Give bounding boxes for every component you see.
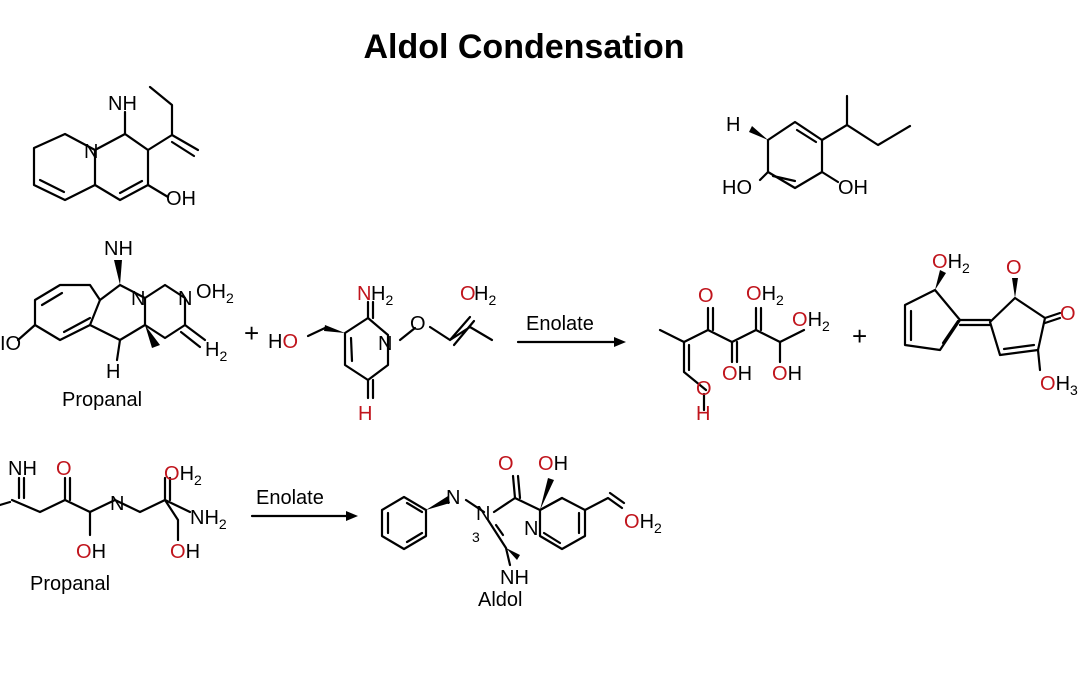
h-atom: H xyxy=(106,361,120,383)
oh-atom: OH xyxy=(170,541,200,563)
oh-atom: OH2 xyxy=(624,511,662,536)
o-atom: O xyxy=(56,458,72,480)
page-title: Aldol Condensation xyxy=(363,28,685,66)
oh-atom: OH xyxy=(538,453,568,475)
h-atom: H2 xyxy=(205,339,227,364)
molecule-row2-left: NH N N OH2 H2 H IO Propanal xyxy=(0,238,234,411)
molecule-top-left: NH N OH xyxy=(32,85,200,210)
n-atom: N xyxy=(178,288,192,310)
reaction-arrow-2: Enolate xyxy=(250,487,358,521)
ho-atom: HO xyxy=(268,331,298,353)
reactant-label: Propanal xyxy=(30,573,110,595)
n-atom: N xyxy=(446,487,460,509)
plus-sign: + xyxy=(852,321,867,351)
n-atom: N xyxy=(524,518,538,540)
reaction-arrow-1: Enolate xyxy=(516,313,626,347)
oh-atom: OH xyxy=(838,177,868,199)
n-atom: N xyxy=(378,333,392,355)
nh-atom: NH xyxy=(500,567,529,589)
molecule-row2-right: OH2 O O OH3 xyxy=(903,251,1078,398)
oh-atom: OH2 xyxy=(792,309,830,334)
oh-atom: OH xyxy=(166,188,196,210)
o-atom: O xyxy=(696,378,712,400)
nh-atom: NH2 xyxy=(190,507,227,532)
h-atom: H xyxy=(358,403,372,425)
o-atom: O xyxy=(1060,303,1076,325)
h-atom: H2 xyxy=(371,283,393,308)
oh-atom: O xyxy=(460,283,476,305)
h-atom: H2 xyxy=(474,283,496,308)
nh-atom: NH xyxy=(8,458,37,480)
molecule-row2-product: O OH2 OH2 OH OH O H xyxy=(658,283,830,425)
oh-atom: OH2 xyxy=(746,283,784,308)
o-atom: O xyxy=(498,453,514,475)
ho-atom: IO xyxy=(0,333,21,355)
n-atom: N xyxy=(476,503,490,525)
locant-3: 3 xyxy=(472,529,480,545)
o-atom: O xyxy=(1006,257,1022,279)
oh-atom: OH2 xyxy=(932,251,970,276)
oh-atom: OH xyxy=(722,363,752,385)
reactant-label: Propanal xyxy=(62,389,142,411)
oh-atom: OH2 xyxy=(196,281,234,306)
n-atom: N xyxy=(110,493,124,515)
ho-atom: HO xyxy=(722,177,752,199)
n-atom: N xyxy=(357,283,371,305)
oh-atom: OH2 xyxy=(164,463,202,488)
product-label: Aldol xyxy=(478,589,522,611)
n-atom: N xyxy=(84,141,98,163)
molecule-top-right: H HO OH xyxy=(722,94,912,199)
plus-sign: + xyxy=(244,318,259,348)
nh-atom: NH xyxy=(104,238,133,260)
molecule-row2-middle: N H2 HO N O O H2 H xyxy=(268,283,496,425)
h-atom: H xyxy=(696,403,710,425)
oh-atom: OH3 xyxy=(1040,373,1078,398)
arrow-label: Enolate xyxy=(256,487,324,509)
molecule-row3-product: N N N O OH OH2 3 NH Aldol xyxy=(380,453,662,611)
molecule-row3-left: NH O N OH2 NH2 OH OH Propanal xyxy=(0,458,227,595)
o-atom: O xyxy=(410,313,426,335)
arrow-label: Enolate xyxy=(526,313,594,335)
o-atom: O xyxy=(698,285,714,307)
n-atom: N xyxy=(131,288,145,310)
oh-atom: OH xyxy=(772,363,802,385)
nh-atom: NH xyxy=(108,93,137,115)
h-atom: H xyxy=(726,114,740,136)
oh-atom: OH xyxy=(76,541,106,563)
